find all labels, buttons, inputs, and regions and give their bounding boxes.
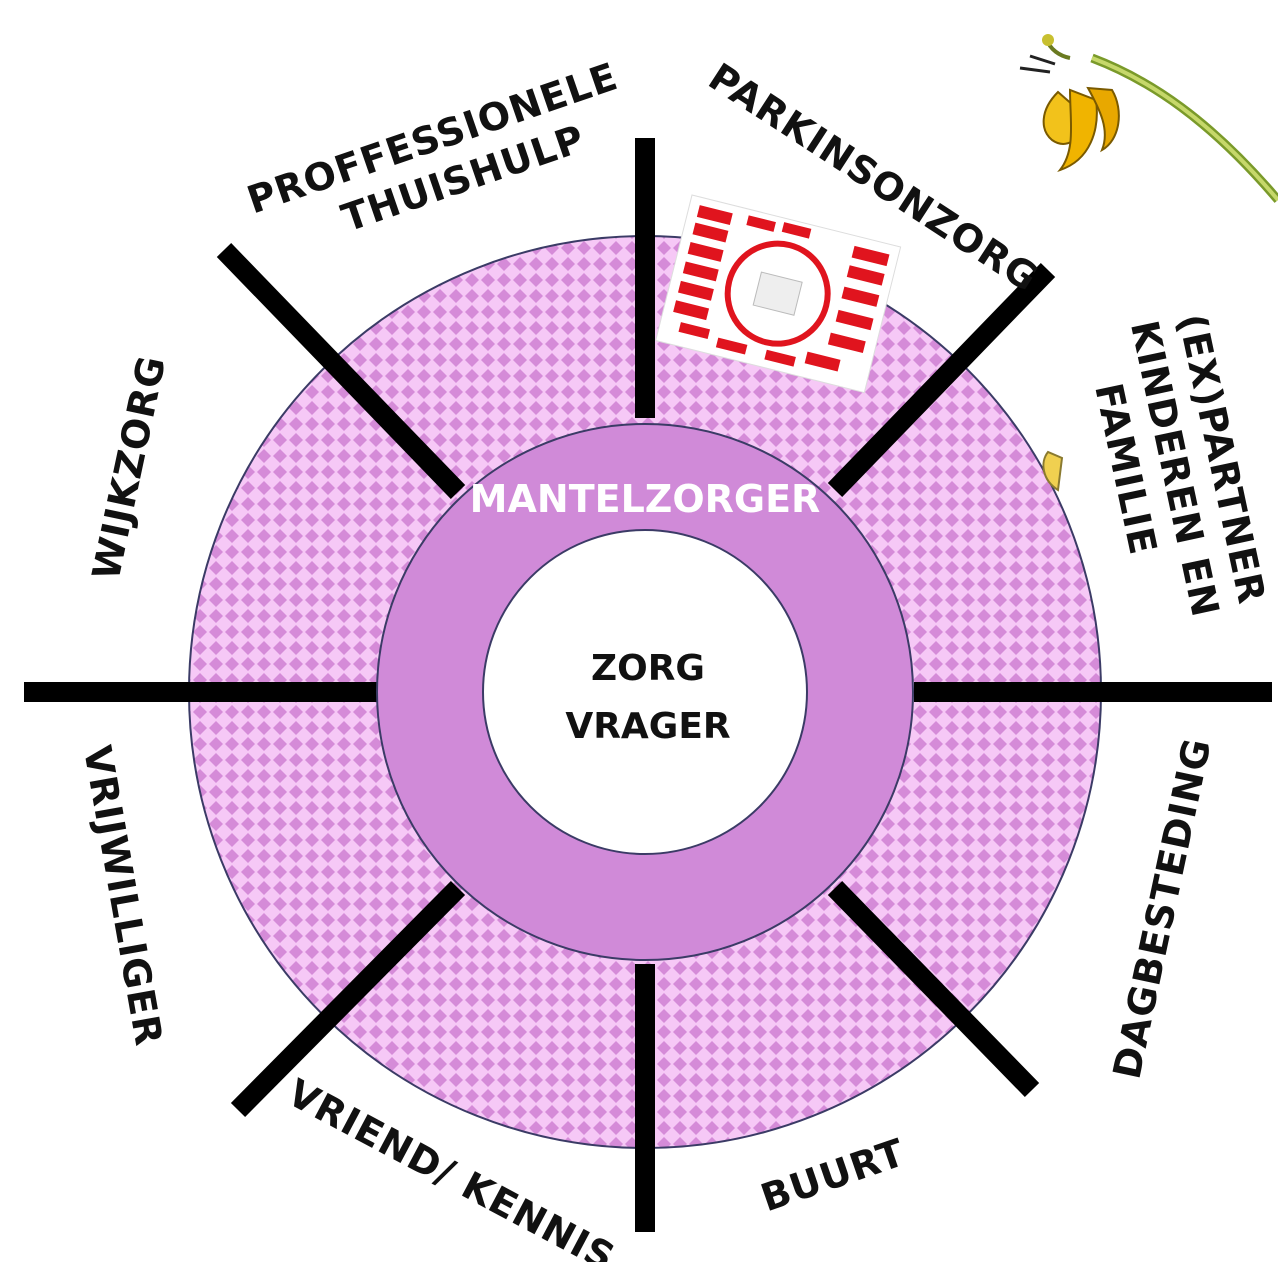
zorgvrager-label-line2: VRAGER xyxy=(565,706,730,747)
label-wijkzorg: WIJKZORG xyxy=(84,352,174,584)
zorgvrager-label-line1: ZORG xyxy=(591,648,705,689)
mantelzorger-label: MANTELZORGER xyxy=(470,477,821,521)
label-vrijwilliger: VRIJWILLIGER xyxy=(75,742,171,1049)
label-proffessionele-thuishulp: PROFFESSIONELE THUISHULP xyxy=(242,54,639,268)
label-dagbesteding: DAGBESTEDING xyxy=(1105,734,1220,1083)
zorgvrager-circle xyxy=(483,530,807,854)
label-familie: (EX)PARTNER KINDEREN EN FAMILIE xyxy=(1075,307,1275,631)
label-buurt: BUURT xyxy=(755,1130,910,1220)
